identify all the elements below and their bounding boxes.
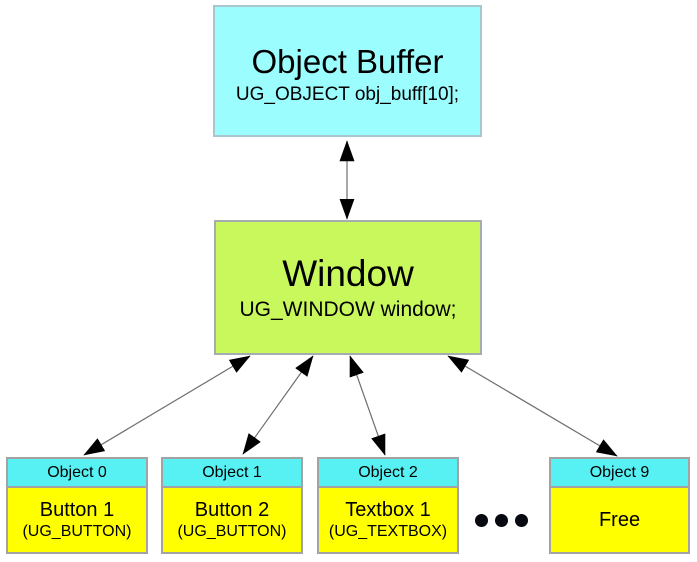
object-card-0-header: Object 0	[8, 459, 146, 488]
object-card-1-name: Button 2	[194, 499, 270, 521]
object-card-1-type: (UG_BUTTON)	[177, 523, 287, 540]
object-card-0-type: (UG_BUTTON)	[22, 523, 132, 540]
object-buffer-code: UG_OBJECT obj_buff[10];	[235, 83, 460, 105]
object-card-0-name: Button 1	[39, 499, 115, 521]
ellipsis-icon	[475, 514, 528, 527]
object-card-2-header: Object 2	[319, 459, 457, 488]
object-card-2-name: Textbox 1	[345, 499, 431, 521]
object-card-9-body: Free	[551, 488, 688, 552]
object-card-9: Object 9 Free	[549, 457, 690, 554]
object-buffer-box: Object Buffer UG_OBJECT obj_buff[10];	[213, 5, 482, 137]
window-code: UG_WINDOW window;	[239, 298, 457, 321]
object-card-1-body: Button 2 (UG_BUTTON)	[163, 488, 301, 552]
object-card-0: Object 0 Button 1 (UG_BUTTON)	[6, 457, 148, 554]
object-buffer-title: Object Buffer	[251, 42, 444, 80]
arrow-window-object2	[349, 355, 386, 456]
arrow-window-object9	[447, 355, 618, 457]
object-card-1-header: Object 1	[163, 459, 301, 488]
object-card-0-body: Button 1 (UG_BUTTON)	[8, 488, 146, 552]
arrow-window-object0	[83, 355, 251, 456]
window-title: Window	[282, 253, 414, 294]
object-card-9-header: Object 9	[551, 459, 688, 488]
object-card-9-name: Free	[598, 509, 641, 531]
object-card-2-type: (UG_TEXTBOX)	[328, 523, 448, 540]
arrow-window-object1	[242, 355, 314, 455]
object-card-2: Object 2 Textbox 1 (UG_TEXTBOX)	[317, 457, 459, 554]
window-box: Window UG_WINDOW window;	[214, 220, 482, 355]
object-card-1: Object 1 Button 2 (UG_BUTTON)	[161, 457, 303, 554]
object-card-2-body: Textbox 1 (UG_TEXTBOX)	[319, 488, 457, 552]
